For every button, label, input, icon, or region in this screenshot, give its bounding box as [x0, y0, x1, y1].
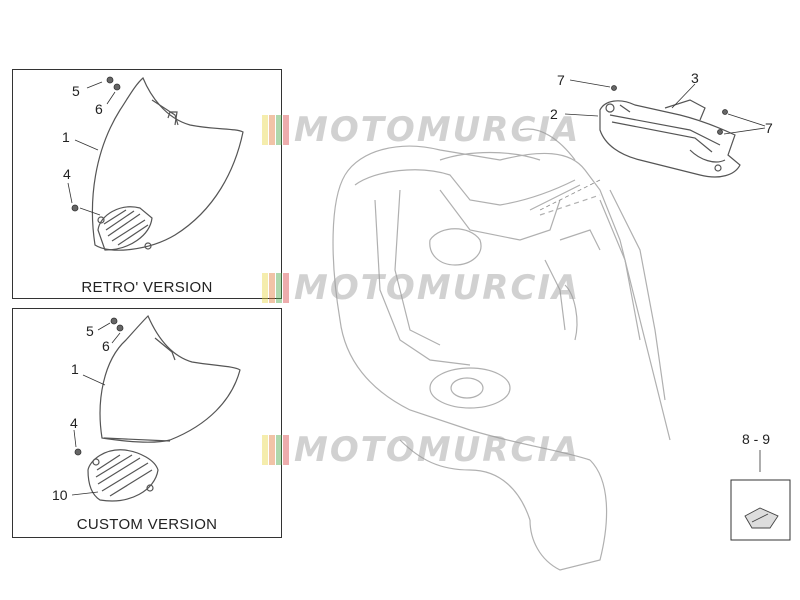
retro-leader-lines	[67, 81, 116, 216]
callout-retro-1: 1	[62, 129, 70, 145]
callout-custom-6: 6	[102, 338, 110, 354]
callout-custom-5: 5	[86, 323, 94, 339]
callout-custom-10: 10	[52, 487, 68, 503]
watermark-logo-bars	[262, 273, 292, 303]
watermark-text: MOTOMURCIA	[294, 110, 581, 150]
custom-front-panel	[87, 314, 241, 502]
glove-box-part	[599, 99, 741, 178]
retro-screw-set	[71, 76, 121, 212]
clip-box	[730, 479, 791, 541]
callout-main-3: 3	[691, 70, 699, 86]
callout-custom-4: 4	[70, 415, 78, 431]
wm-bar-2	[269, 273, 275, 303]
watermark-top: MOTOMURCIA	[262, 111, 578, 149]
speed-nut-clip	[744, 507, 779, 529]
wm-bar-4	[283, 115, 289, 145]
custom-version-caption: CUSTOM VERSION	[76, 516, 218, 533]
wm-bar-4	[283, 435, 289, 465]
scooter-leg-shield	[332, 128, 671, 571]
wm-bar-4	[283, 273, 289, 303]
wm-bar-3	[276, 435, 282, 465]
custom-leader-lines	[71, 322, 121, 496]
watermark-text: MOTOMURCIA	[294, 268, 581, 308]
callout-main-7-top: 7	[557, 72, 565, 88]
custom-screw-set	[74, 317, 124, 456]
wm-bar-2	[269, 435, 275, 465]
wm-bar-1	[262, 115, 268, 145]
callout-retro-5: 5	[72, 83, 80, 99]
callout-main-7-right: 7	[765, 120, 773, 136]
callout-retro-6: 6	[95, 101, 103, 117]
retro-version-panel: RETRO' VERSION	[12, 69, 282, 299]
retro-front-panel	[91, 76, 244, 251]
wm-bar-1	[262, 435, 268, 465]
watermark-text: MOTOMURCIA	[294, 430, 581, 470]
wm-bar-3	[276, 273, 282, 303]
custom-version-panel: CUSTOM VERSION	[12, 308, 282, 538]
wm-bar-1	[262, 273, 268, 303]
callout-retro-4: 4	[63, 166, 71, 182]
callout-main-2: 2	[550, 106, 558, 122]
retro-version-caption: RETRO' VERSION	[81, 279, 213, 296]
glove-box-screws	[611, 85, 728, 135]
wm-bar-3	[276, 115, 282, 145]
watermark-bottom: MOTOMURCIA	[262, 431, 578, 469]
wm-bar-2	[269, 115, 275, 145]
watermark-middle: MOTOMURCIA	[262, 269, 578, 307]
watermark-logo-bars	[262, 435, 292, 465]
glove-box-leader-lines	[564, 79, 766, 135]
callout-clip-8-9: 8 - 9	[742, 431, 771, 447]
watermark-logo-bars	[262, 115, 292, 145]
callout-custom-1: 1	[71, 361, 79, 377]
